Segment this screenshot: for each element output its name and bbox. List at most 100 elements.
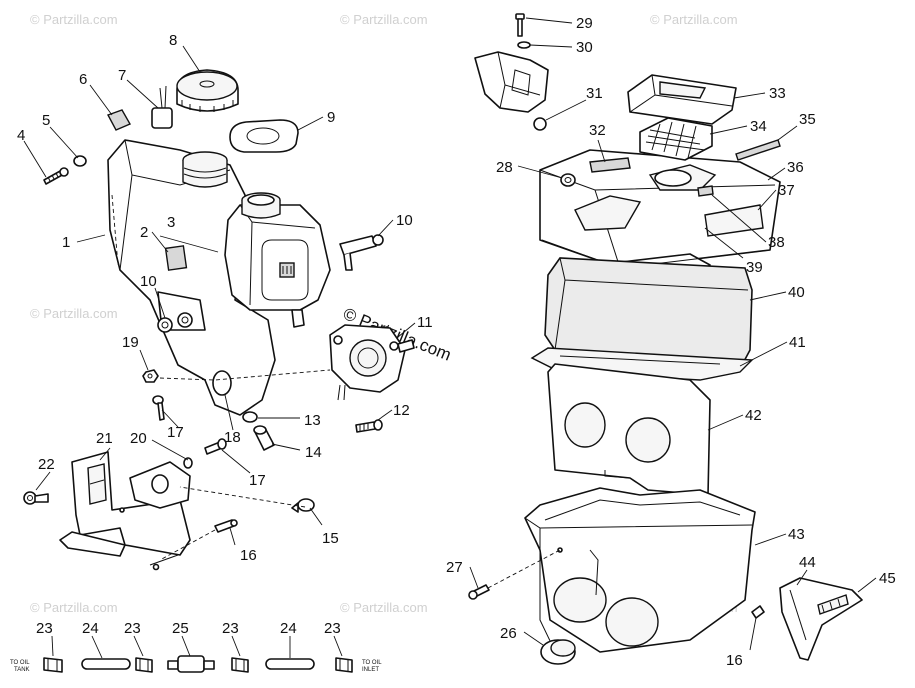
callout-42: 42 (745, 407, 762, 424)
baffle-plate (547, 363, 711, 496)
screw (214, 519, 238, 533)
filter-element (627, 74, 737, 125)
callout-34: 34 (750, 118, 767, 135)
hose-clamp (135, 657, 153, 673)
screen (639, 117, 713, 161)
oil-tank-assembly (107, 139, 276, 416)
callout-45: 45 (879, 570, 896, 587)
callout-7: 7 (118, 67, 126, 84)
screw (43, 167, 69, 185)
callout-23: 23 (324, 620, 341, 637)
level-sensor (151, 85, 173, 129)
callout-16: 16 (240, 547, 257, 564)
callout-17: 17 (167, 424, 184, 441)
tank-cap (176, 69, 239, 112)
decal (164, 245, 188, 271)
callout-28: 28 (496, 159, 513, 176)
drain-plug (540, 639, 576, 665)
callout-25: 25 (172, 620, 189, 637)
bolt (23, 491, 49, 505)
nut (142, 369, 159, 383)
hose-clamp (43, 657, 63, 673)
callout-11: 11 (417, 314, 433, 331)
callout-23: 23 (36, 620, 53, 637)
callout-6: 6 (79, 71, 87, 88)
callout-30: 30 (576, 39, 593, 56)
oil-pump (329, 324, 415, 401)
screw (355, 419, 383, 433)
hose-end-label: TO OIL (362, 660, 382, 666)
airbox-lid (539, 149, 781, 277)
callout-32: 32 (589, 122, 606, 139)
decal (697, 185, 714, 197)
washer (517, 41, 531, 49)
washer (183, 457, 193, 469)
callout-24: 24 (280, 620, 297, 637)
callout-16: 16 (726, 652, 743, 669)
watermark: © Partzilla.com (30, 600, 118, 615)
oil-hose (265, 658, 315, 670)
decal (589, 157, 631, 173)
nut (242, 411, 258, 423)
callout-43: 43 (788, 526, 805, 543)
callout-1: 1 (62, 234, 70, 251)
washer (73, 155, 87, 167)
hose-clamp (560, 173, 576, 187)
cap-gasket (229, 119, 299, 153)
callout-24: 24 (82, 620, 99, 637)
oil-tank-body (107, 139, 276, 416)
screw (152, 395, 165, 421)
callout-12: 12 (393, 402, 410, 419)
callout-35: 35 (799, 111, 816, 128)
grommet (177, 312, 193, 328)
callout-3: 3 (167, 214, 175, 231)
callout-19: 19 (122, 334, 139, 351)
hose-clamp (231, 657, 249, 673)
mounting-bracket (779, 577, 863, 661)
callout-4: 4 (17, 127, 25, 144)
callout-44: 44 (799, 554, 816, 571)
leader-lines (23, 17, 877, 659)
airbox-lower (524, 487, 756, 653)
callout-23: 23 (124, 620, 141, 637)
callout-38: 38 (768, 234, 785, 251)
callout-26: 26 (500, 625, 517, 642)
lid-opening (704, 204, 764, 237)
in-line-filter (167, 655, 215, 673)
callout-40: 40 (788, 284, 805, 301)
callout-labels: 1 2 3 4 5 6 7 8 9 10 10 11 12 13 14 15 1… (17, 15, 896, 669)
callout-2: 2 (140, 224, 148, 241)
hose-end-label: TO OIL (10, 660, 30, 666)
hose-end-label: INLET (362, 667, 379, 673)
callout-37: 37 (778, 182, 795, 199)
tank-outlet (212, 370, 232, 396)
callout-18: 18 (224, 429, 241, 446)
oil-reservoir (224, 192, 384, 328)
callout-39: 39 (746, 259, 763, 276)
screw (468, 584, 490, 600)
callout-14: 14 (305, 444, 322, 461)
grommet (157, 317, 173, 333)
callout-5: 5 (42, 112, 50, 129)
callout-27: 27 (446, 559, 463, 576)
foam-filter (544, 257, 753, 366)
callout-20: 20 (130, 430, 147, 447)
callout-36: 36 (787, 159, 804, 176)
screw (204, 438, 227, 455)
screw (515, 13, 525, 37)
callout-22: 22 (38, 456, 55, 473)
watermark: © Partzilla.com (340, 600, 428, 615)
mounting-bracket (59, 451, 191, 571)
watermark: © Partzilla.com (340, 12, 428, 27)
callout-21: 21 (96, 430, 113, 447)
oil-hose (81, 658, 131, 670)
watermark: © Partzilla.com (30, 306, 118, 321)
callout-31: 31 (586, 85, 603, 102)
callout-29: 29 (576, 15, 593, 32)
clip (107, 109, 131, 131)
callout-10: 10 (396, 212, 413, 229)
hose-clamp (335, 657, 353, 673)
callout-15: 15 (322, 530, 339, 547)
callout-23: 23 (222, 620, 239, 637)
